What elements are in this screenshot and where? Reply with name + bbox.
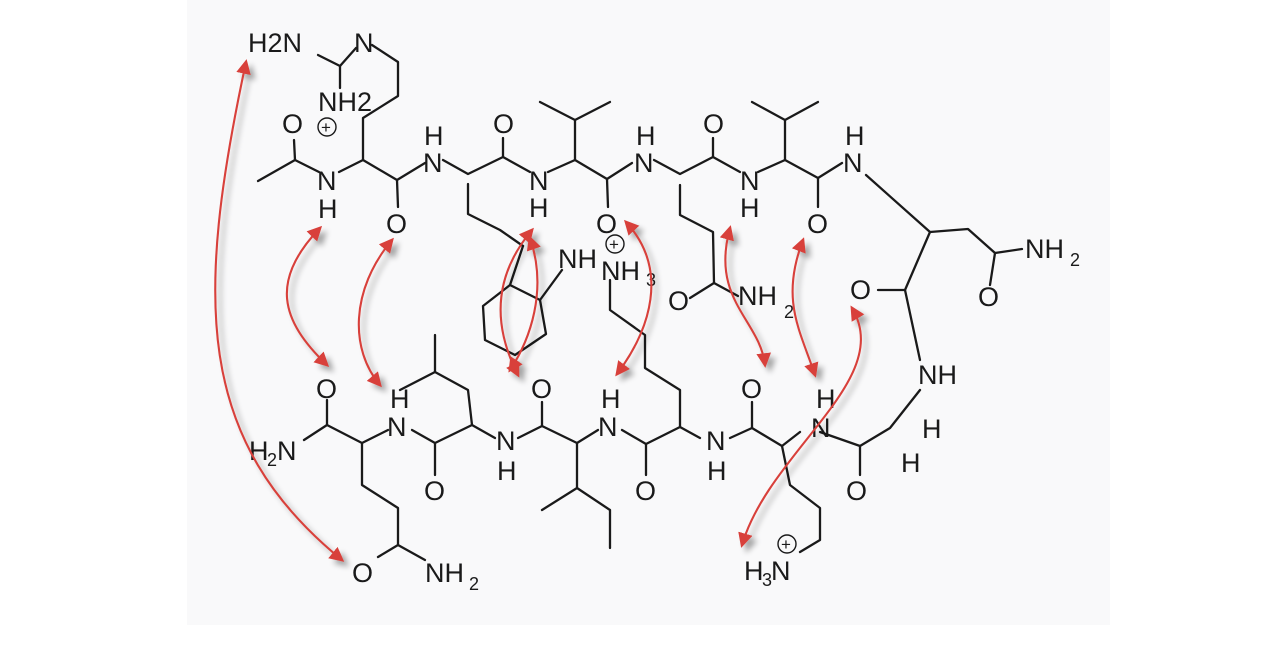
- atom-o-asn-side: O: [978, 282, 999, 312]
- atom-nh2-gln-bottom-side: NH: [425, 558, 464, 588]
- noe-arrow-trp-2: [508, 235, 541, 373]
- atom-nh2-guanidine: NH2: [318, 87, 372, 117]
- atom-n-val2: N: [740, 166, 760, 196]
- atom-o-val2: O: [807, 209, 828, 239]
- atom-nh-indole: NH: [558, 244, 597, 274]
- atom-o-val1: O: [596, 209, 617, 239]
- noe-arrow-h-o-1: [285, 225, 330, 368]
- charge-lys-bottom: +: [777, 534, 797, 554]
- atom-n-ile: N: [496, 426, 516, 456]
- atom-n-leu: N: [387, 412, 407, 442]
- atom-nh2-asn-subscript: 2: [1070, 250, 1080, 270]
- noe-arrow-o-h-4: [791, 237, 819, 378]
- atom-h-val1: H: [529, 193, 549, 223]
- atom-o-gln-bottom-side: O: [352, 558, 373, 588]
- atom-nh2-gln-bottom-subscript: 2: [469, 574, 479, 594]
- atom-o-acetyl: O: [282, 109, 303, 139]
- atom-nh3-lys: NH: [601, 256, 640, 286]
- atom-h3n-lys-n: N: [771, 556, 791, 586]
- atom-n-lys-n: N: [598, 412, 618, 442]
- atom-h-gly-1: H: [922, 414, 942, 444]
- atom-n-val1: N: [529, 166, 549, 196]
- atom-n-asn: N: [843, 148, 863, 178]
- atom-n-trp: N: [423, 148, 443, 178]
- atom-n-arg: N: [317, 166, 337, 196]
- noe-arrow-o-h-2: [615, 219, 653, 377]
- atom-o-lys2: O: [741, 374, 762, 404]
- atom-o-cterm: O: [316, 374, 337, 404]
- atom-h2n-cterm-subscript: 2: [267, 450, 277, 470]
- atom-o-asn: O: [850, 275, 871, 305]
- atom-h-arg: H: [318, 194, 338, 224]
- noe-arrow-asn-lys: [738, 305, 865, 548]
- svg-text:+: +: [321, 118, 331, 137]
- atom-h-gln: H: [636, 121, 656, 151]
- atom-h2n-cterm: H: [249, 436, 269, 466]
- charge-guanidinium: +: [317, 117, 337, 137]
- charge-lys-mid: +: [605, 234, 625, 254]
- atom-h3n-lys: H: [744, 556, 764, 586]
- charges: + + +: [317, 117, 797, 554]
- atom-o-gln-b: O: [424, 476, 445, 506]
- atom-n-guanidine: N: [354, 28, 374, 58]
- atom-h-ile: H: [497, 456, 517, 486]
- atom-h3n-subscript: 3: [762, 570, 772, 590]
- atom-h-gly-n: H: [816, 384, 836, 414]
- atom-n-lys2: N: [706, 426, 726, 456]
- atom-h2n-cterm-n: N: [277, 436, 297, 466]
- atom-o-gln: O: [703, 109, 724, 139]
- atom-h2n-guanidine: H2N: [248, 28, 302, 58]
- atom-n-gln: N: [634, 148, 654, 178]
- atom-h-lys-n: H: [601, 384, 621, 414]
- atom-o-leu: O: [531, 374, 552, 404]
- noe-arrow-o-h-1: [357, 237, 394, 388]
- atom-nh2-asn: NH: [1025, 234, 1064, 264]
- atom-h-val2: H: [740, 193, 760, 223]
- noe-arrows: [214, 59, 865, 562]
- atom-o-ile: O: [635, 476, 656, 506]
- atom-h-trp: H: [424, 121, 444, 151]
- atom-h-leu: H: [390, 384, 410, 414]
- atom-nh-gly: NH: [918, 360, 957, 390]
- svg-text:+: +: [781, 535, 791, 554]
- atom-h-asn: H: [845, 121, 865, 151]
- atom-n-gly-n: N: [811, 413, 831, 443]
- svg-text:+: +: [609, 235, 619, 254]
- atom-nh2-gln-side: NH: [738, 281, 777, 311]
- atom-o-lys: O: [846, 476, 867, 506]
- atom-o-gln-side: O: [668, 286, 689, 316]
- noe-arrow-arg-gln: [214, 59, 345, 562]
- atom-o-arg: O: [386, 209, 407, 239]
- atom-h-gly-2: H: [901, 448, 921, 478]
- atom-o-trp: O: [493, 109, 514, 139]
- atom-h-lys2: H: [707, 456, 727, 486]
